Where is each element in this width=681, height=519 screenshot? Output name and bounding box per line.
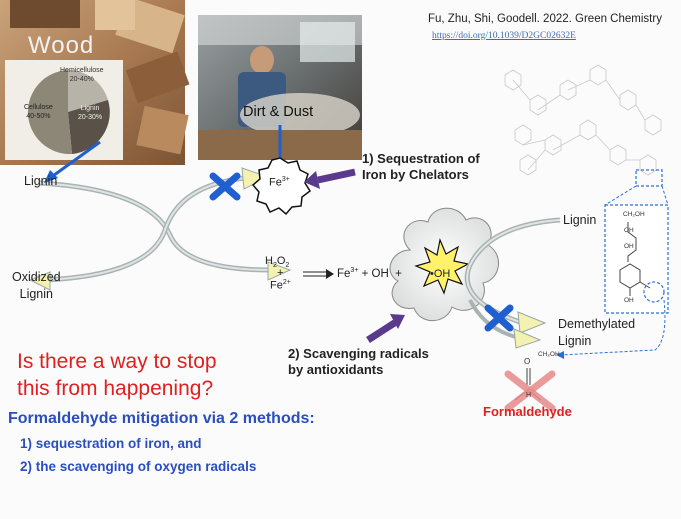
lignin-oxidation-arrows	[28, 167, 292, 291]
struct-oh-2: OH	[624, 243, 634, 250]
methoxy-group-highlight	[643, 281, 665, 303]
arrowhead-to-h2o2	[267, 261, 292, 281]
reaction-arrow	[303, 269, 334, 279]
fe3-chelation-burst	[251, 157, 312, 216]
wood-composition-pie	[27, 70, 110, 155]
arrowhead-to-oxidized-lignin	[28, 271, 51, 291]
ch2oh-small-label: CH₂OH	[538, 351, 560, 358]
formaldehyde-o: O	[524, 357, 531, 366]
pie-label-hemicellulose: Hemicellulose 20-40%	[60, 67, 104, 83]
formaldehyde-h: H	[526, 392, 532, 399]
zoom-source-box	[635, 169, 663, 187]
lignin-left-label: Lignin	[24, 174, 58, 188]
antioxidant-arrow	[366, 319, 398, 343]
struct-oh-3: OH	[624, 297, 634, 304]
method-item-1: 1) sequestration of iron, and	[20, 436, 202, 451]
wood-to-lignin-arrow	[49, 140, 101, 180]
blocked-cross-right	[484, 304, 514, 332]
oh-radical-label: •OH	[430, 268, 451, 280]
dust-caption: Dirt & Dust	[243, 104, 314, 120]
lignin-monomer-structure	[604, 204, 669, 314]
step2-antioxidants: 2) Scavenging radicals by antioxidants	[288, 346, 429, 377]
wood-title: Wood	[28, 32, 95, 59]
step1-chelators: 1) Sequestration of Iron by Chelators	[362, 151, 480, 182]
chelator-arrow	[317, 168, 356, 184]
struct-oh-1: OH	[624, 227, 634, 234]
pie-label-lignin: Lignin 20-30%	[78, 105, 103, 121]
wood-photo	[0, 0, 190, 165]
oxidized-lignin-label: Oxidized Lignin	[12, 270, 61, 301]
fe3-label: Fe3+	[269, 176, 290, 189]
lignin-polymer-structure	[504, 64, 662, 176]
struct-ch2oh: CH₂OH	[623, 211, 645, 218]
demethylated-lignin-label: Demethylated Lignin	[558, 317, 636, 348]
formaldehyde-cross	[504, 370, 556, 412]
formaldehyde-label: Formaldehyde	[483, 404, 572, 419]
lignin-right-label: Lignin	[563, 213, 597, 227]
method-item-2: 2) the scavenging of oxygen radicals	[20, 459, 257, 474]
oh-radical-burst	[414, 237, 470, 295]
mitigation-title: Formaldehyde mitigation via 2 methods:	[8, 410, 315, 427]
doi-link[interactable]: https://doi.org/10.1039/D2GC02632E	[432, 31, 576, 41]
citation-text: Fu, Zhu, Shi, Goodell. 2022. Green Chemi…	[428, 13, 662, 25]
question-text: Is there a way to stop this from happeni…	[17, 350, 217, 400]
reaction-products: Fe3+ + OH +	[337, 267, 402, 280]
methoxy-dotted-arrow	[559, 299, 666, 356]
pie-label-cellulose: Cellulose 40-50%	[24, 104, 53, 120]
blocked-cross-left	[209, 172, 241, 201]
plus-sign: +	[277, 267, 284, 279]
h2o2-label: H2O2	[265, 255, 290, 270]
fe2-label: Fe2+	[270, 279, 291, 292]
